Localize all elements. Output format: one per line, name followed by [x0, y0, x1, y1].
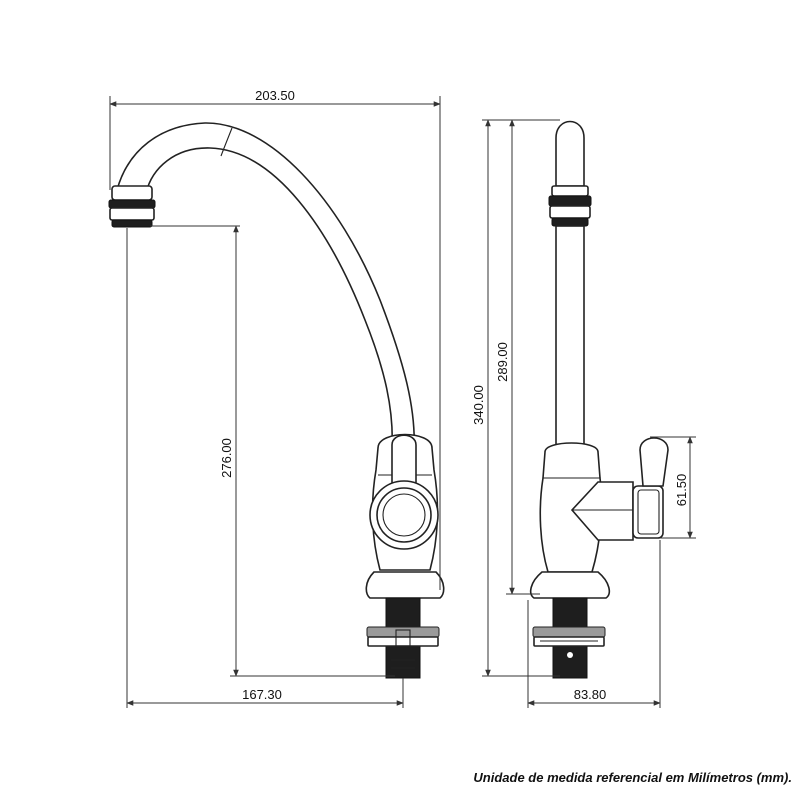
dimension-lines: [109, 96, 696, 708]
dim-side-depth: 83.80: [574, 687, 607, 702]
front-handle-cap: [369, 480, 439, 550]
side-threaded-shank: [532, 597, 606, 679]
front-base-flange: [365, 571, 445, 599]
dim-total-height: 340.00: [471, 385, 486, 425]
side-tube: [555, 225, 585, 449]
front-spout: [115, 122, 416, 451]
dim-handle-height: 61.50: [674, 474, 689, 507]
side-lever: [639, 437, 669, 487]
front-aerator: [108, 185, 156, 228]
side-base-flange: [529, 571, 611, 599]
dim-overall-reach: 203.50: [255, 88, 295, 103]
dim-base-to-outlet-reach: 167.30: [242, 687, 282, 702]
front-threaded-shank: [366, 597, 440, 679]
dimension-labels: 203.50 276.00 167.30 340.00 289.00 61.50…: [219, 88, 689, 702]
front-view: [108, 122, 445, 679]
side-view: [529, 120, 669, 679]
dim-spout-column-height: 289.00: [495, 342, 510, 382]
units-footnote: Unidade de medida referencial em Milímet…: [473, 770, 792, 785]
dim-spout-height: 276.00: [219, 438, 234, 478]
side-spout-column: [555, 120, 585, 187]
side-aerator: [548, 185, 592, 227]
spout-joint-line: [220, 127, 233, 157]
